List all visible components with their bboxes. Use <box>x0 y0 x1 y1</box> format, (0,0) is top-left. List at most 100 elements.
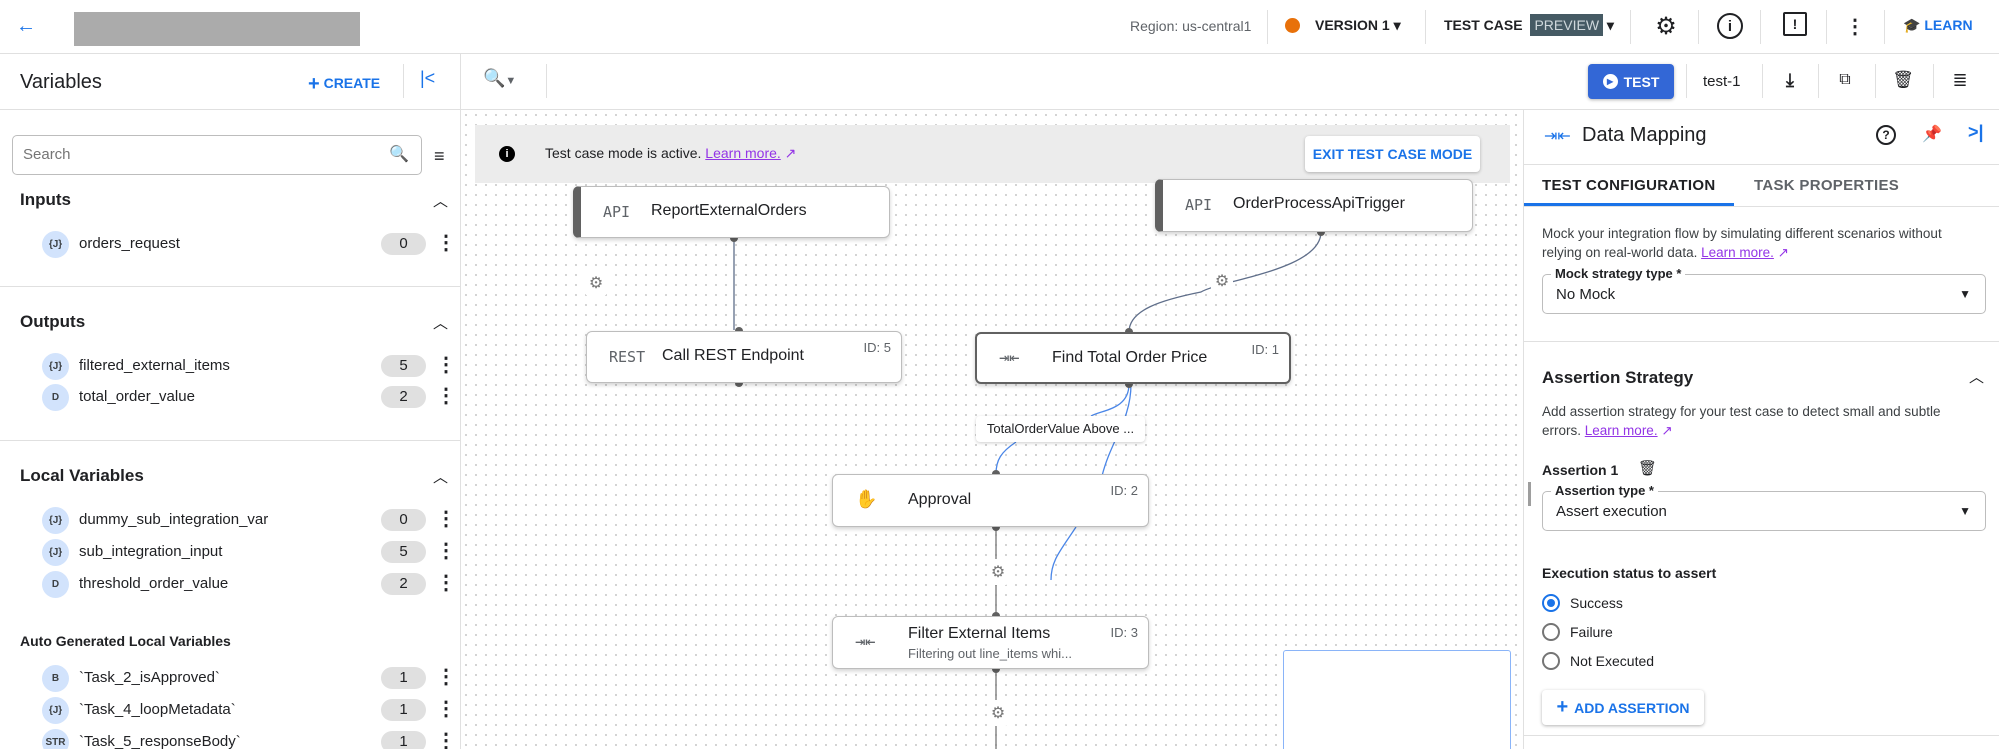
create-variable-button[interactable]: + CREATE <box>308 73 380 96</box>
settings-icon[interactable]: ⚙ <box>1655 12 1677 40</box>
learn-more-link[interactable]: Learn more. <box>1584 423 1658 438</box>
toolbar: Variables + CREATE |< 🔍▼ ▶TEST test-1 ⤓ … <box>0 54 1999 110</box>
task-node-call-rest-endpoint[interactable]: REST Call REST Endpoint ID: 5 <box>586 331 902 383</box>
delete-icon[interactable]: 🗑 <box>1638 460 1658 477</box>
sort-icon[interactable]: ≡ <box>434 146 445 166</box>
learn-more-link[interactable]: Learn more. <box>1701 245 1774 260</box>
radio-not-executed[interactable] <box>1542 652 1560 670</box>
collapse-left-panel-icon[interactable]: |< <box>420 68 436 88</box>
preview-badge: PREVIEW <box>1530 14 1604 36</box>
edge-condition-label[interactable]: TotalOrderValue Above ... <box>976 416 1145 442</box>
test-button[interactable]: ▶TEST <box>1588 64 1674 99</box>
info-icon[interactable]: i <box>1717 13 1743 39</box>
more-vert-icon[interactable]: ⋮ <box>436 385 456 407</box>
more-vert-icon[interactable]: ⋮ <box>436 232 456 254</box>
json-type-icon: {J} <box>42 507 69 534</box>
chevron-up-icon[interactable]: ︿ <box>433 469 449 486</box>
feedback-icon[interactable]: ! <box>1783 12 1807 36</box>
usage-count: 5 <box>381 355 426 377</box>
node-title: Call REST Endpoint <box>662 347 804 364</box>
help-icon[interactable]: ? <box>1876 125 1896 145</box>
radio-label-failure: Failure <box>1570 624 1613 640</box>
exit-test-case-mode-button[interactable]: EXIT TEST CASE MODE <box>1305 136 1480 172</box>
search-input[interactable] <box>23 146 363 163</box>
data-mapping-icon: ⇥⇤ <box>999 348 1020 368</box>
usage-count: 1 <box>381 667 426 689</box>
tab-task-properties[interactable]: TASK PROPERTIES <box>1754 177 1900 194</box>
usage-count: 1 <box>381 731 426 749</box>
more-vert-icon[interactable]: ⋮ <box>1845 15 1865 38</box>
gear-icon[interactable]: ⚙ <box>1211 268 1233 294</box>
create-label: CREATE <box>323 75 381 91</box>
test-case-name: test-1 <box>1703 73 1741 90</box>
tab-test-configuration[interactable]: TEST CONFIGURATION <box>1542 177 1716 194</box>
radio-failure[interactable] <box>1542 623 1560 641</box>
zoom-dropdown[interactable]: 🔍▼ <box>483 68 517 88</box>
test-case-dropdown[interactable]: TEST CASE PREVIEW ▾ <box>1444 14 1614 36</box>
variable-row[interactable]: B `Task_2_isApproved` 1 ⋮ <box>0 663 460 693</box>
variable-row[interactable]: STR`Task_5_responseBody`1⋮ <box>0 727 460 749</box>
collapse-right-panel-icon[interactable]: >| <box>1968 122 1984 142</box>
rest-icon: REST <box>609 348 646 366</box>
zoom-in-icon: 🔍 <box>483 68 506 88</box>
more-vert-icon[interactable]: ⋮ <box>436 666 456 688</box>
gear-icon[interactable]: ⚙ <box>987 700 1009 726</box>
json-type-icon: {J} <box>42 539 69 566</box>
test-label: TEST <box>1623 73 1660 90</box>
more-vert-icon[interactable]: ⋮ <box>436 508 456 530</box>
variable-row[interactable]: {J}`Task_4_loopMetadata`1⋮ <box>0 695 460 725</box>
copy-icon[interactable]: ⧉ <box>1839 71 1851 88</box>
more-vert-icon[interactable]: ⋮ <box>436 540 456 562</box>
data-mapping-icon: ⇥⇤ <box>855 632 876 652</box>
boolean-type-icon: B <box>42 665 69 692</box>
pin-icon[interactable]: 📌 <box>1922 126 1942 143</box>
learn-more-link[interactable]: Learn more. <box>705 145 781 161</box>
node-id: ID: 5 <box>863 340 891 355</box>
download-icon[interactable]: ⤓ <box>1786 69 1794 90</box>
variable-name: `Task_5_responseBody` <box>79 733 241 749</box>
more-vert-icon[interactable]: ⋮ <box>436 698 456 720</box>
version-dropdown[interactable]: VERSION 1 ▾ <box>1315 17 1401 33</box>
back-arrow-icon[interactable]: ← <box>16 14 36 37</box>
local-variables-heading: Local Variables <box>20 466 144 485</box>
resize-handle[interactable] <box>1528 482 1531 506</box>
integration-canvas[interactable]: i Test case mode is active. Learn more. … <box>461 110 1523 749</box>
variable-name: `Task_2_isApproved` <box>79 669 220 686</box>
more-vert-icon[interactable]: ⋮ <box>436 730 456 749</box>
radio-success[interactable] <box>1542 594 1560 612</box>
more-vert-icon[interactable]: ⋮ <box>436 572 456 594</box>
add-assertion-button[interactable]: +ADD ASSERTION <box>1542 690 1704 725</box>
search-field[interactable]: 🔍 <box>12 135 422 175</box>
search-icon: 🔍 <box>389 146 409 163</box>
chevron-up-icon[interactable]: ︿ <box>433 315 449 332</box>
gear-icon[interactable]: ⚙ <box>987 559 1009 585</box>
auto-generated-heading: Auto Generated Local Variables <box>20 633 231 649</box>
redacted-title <box>74 12 360 46</box>
learn-button[interactable]: 🎓 LEARN <box>1903 17 1973 34</box>
assertion-type-select[interactable]: Assertion type *Assert execution▼ <box>1542 483 1986 531</box>
dropdown-arrow-icon: ▼ <box>1959 504 1971 518</box>
mock-strategy-select[interactable]: Mock strategy type *No Mock▼ <box>1542 266 1986 314</box>
list-icon[interactable]: ≣ <box>1952 69 1968 90</box>
delete-icon[interactable]: 🗑 <box>1892 70 1914 89</box>
learn-label: LEARN <box>1924 17 1973 33</box>
chevron-up-icon[interactable]: ︿ <box>433 193 449 210</box>
more-vert-icon[interactable]: ⋮ <box>436 354 456 376</box>
json-type-icon: {J} <box>42 697 69 724</box>
gear-icon[interactable]: ⚙ <box>585 270 607 296</box>
assertion-type-label: Assertion type * <box>1551 483 1658 498</box>
minimap[interactable] <box>1283 650 1511 749</box>
chevron-up-icon[interactable]: ︿ <box>1969 369 1985 386</box>
